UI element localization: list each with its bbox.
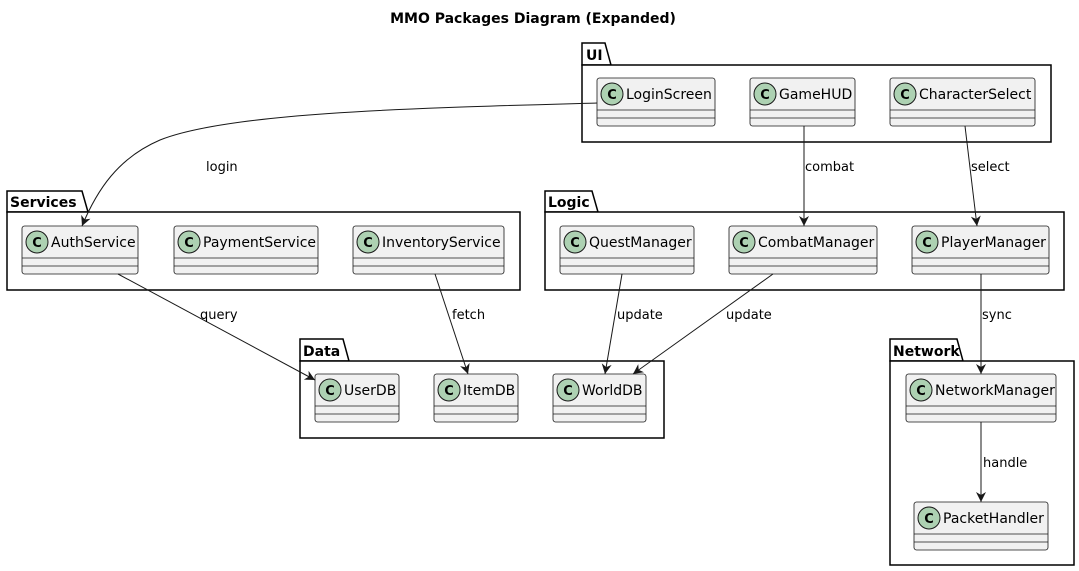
edge-label-fetch: fetch [452, 308, 485, 323]
edge-label-combat: combat [805, 160, 854, 175]
class-name: UserDB [344, 383, 396, 399]
edge-query: query [117, 273, 316, 381]
class-name: LoginScreen [626, 87, 712, 103]
edge-label-sync: sync [982, 308, 1012, 323]
class-network-manager[interactable]: C NetworkManager [905, 373, 1057, 423]
class-packet-handler[interactable]: C PacketHandler [913, 501, 1049, 551]
class-name: NetworkManager [935, 383, 1055, 399]
class-name: WorldDB [582, 383, 643, 399]
edge-label-update-quest: update [617, 308, 663, 323]
class-game-hud[interactable]: C GameHUD [749, 77, 856, 127]
package-label-ui: UI [586, 48, 603, 64]
class-name: PlayerManager [941, 235, 1046, 251]
edge-update-combat: update [632, 273, 774, 375]
class-player-manager[interactable]: C PlayerManager [911, 225, 1050, 275]
class-login-screen[interactable]: C LoginScreen [596, 77, 716, 127]
edge-sync: sync [976, 274, 1012, 374]
class-world-db[interactable]: C WorldDB [552, 373, 647, 423]
edge-update-quest: update [601, 273, 663, 375]
class-marker: C [570, 236, 580, 251]
class-auth-service[interactable]: C AuthService [21, 225, 139, 275]
class-marker: C [924, 512, 934, 527]
class-combat-manager[interactable]: C CombatManager [728, 225, 878, 275]
edge-login: login [81, 102, 598, 227]
class-quest-manager[interactable]: C QuestManager [559, 225, 695, 275]
edge-label-query: query [200, 308, 238, 323]
class-marker: C [900, 88, 910, 103]
class-marker: C [760, 88, 770, 103]
class-marker: C [363, 236, 373, 251]
class-item-db[interactable]: C ItemDB [433, 373, 519, 423]
class-marker: C [444, 384, 454, 399]
class-marker: C [739, 236, 749, 251]
class-name: InventoryService [382, 235, 501, 251]
package-label-services: Services [10, 195, 77, 211]
package-label-logic: Logic [548, 195, 590, 211]
class-payment-service[interactable]: C PaymentService [173, 225, 319, 275]
edge-handle: handle [976, 422, 1027, 502]
class-name: PacketHandler [943, 511, 1044, 527]
package-label-data: Data [303, 344, 340, 360]
class-name: CharacterSelect [919, 87, 1032, 103]
edge-label-update-combat: update [726, 308, 772, 323]
edge-label-handle: handle [983, 456, 1027, 471]
class-marker: C [563, 384, 573, 399]
class-name: GameHUD [779, 87, 852, 103]
class-character-select[interactable]: C CharacterSelect [889, 77, 1036, 127]
class-name: AuthService [51, 235, 136, 251]
edge-label-select: select [971, 160, 1010, 175]
class-marker: C [184, 236, 194, 251]
edge-combat: combat [799, 126, 854, 226]
class-inventory-service[interactable]: C InventoryService [352, 225, 505, 275]
edge-label-login: login [206, 160, 238, 175]
class-user-db[interactable]: C UserDB [314, 373, 400, 423]
class-name: QuestManager [589, 235, 692, 251]
edge-fetch: fetch [434, 273, 485, 375]
package-label-network: Network [893, 344, 960, 360]
class-marker: C [922, 236, 932, 251]
class-marker: C [32, 236, 42, 251]
class-marker: C [916, 384, 926, 399]
edge-select: select [964, 125, 1010, 227]
class-marker: C [325, 384, 335, 399]
class-name: PaymentService [203, 235, 316, 251]
class-name: CombatManager [758, 235, 875, 251]
class-marker: C [607, 88, 617, 103]
diagram-title: MMO Packages Diagram (Expanded) [390, 11, 676, 27]
class-name: ItemDB [463, 383, 515, 399]
